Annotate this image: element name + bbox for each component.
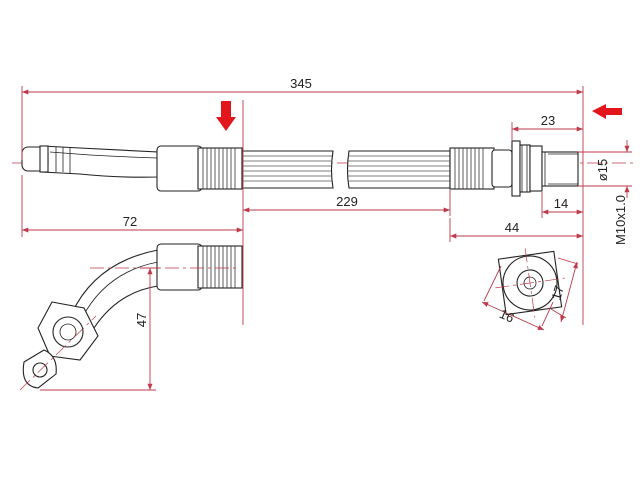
thread-length-label: 14 — [554, 196, 568, 211]
dim-nut-width-b: 17 — [548, 257, 579, 323]
dim-thread-length: 14 — [541, 192, 583, 218]
dim-hose: 229 — [243, 190, 451, 216]
dim-right-fitting: 44 — [449, 218, 583, 242]
dim-left-fitting: 72 — [21, 175, 243, 237]
right-fitting — [449, 140, 579, 197]
red-arrow-left-icon — [592, 104, 622, 119]
dim-bend-offset: 47 — [40, 267, 160, 391]
nut-width-a-label: 16 — [497, 306, 516, 326]
dim-nut-width-a: 16 — [481, 265, 554, 331]
thread-spec-label: M10x1.0 — [613, 195, 628, 245]
bend-offset-label: 47 — [134, 313, 149, 327]
end-fitting-length-label: 44 — [505, 220, 519, 235]
dim-diameter: ø15 — [578, 140, 632, 198]
dim-end-body: 23 — [511, 113, 583, 141]
diameter-label: ø15 — [595, 159, 610, 181]
red-arrow-down-icon — [216, 101, 236, 131]
crimp-ribs-left — [202, 148, 236, 189]
dim-overall: 345 — [21, 76, 584, 160]
bent-view — [19, 243, 243, 391]
left-fitting — [21, 145, 243, 192]
fitting-length-label: 72 — [123, 214, 137, 229]
hose-body — [241, 150, 451, 189]
hose-length-label: 229 — [336, 194, 358, 209]
overall-length-label: 345 — [290, 76, 312, 91]
crimp-ribs-right — [454, 148, 484, 189]
end-body-length-label: 23 — [541, 113, 555, 128]
nut-width-b-label: 17 — [548, 284, 566, 302]
crimp-ribs-bent — [202, 246, 236, 288]
